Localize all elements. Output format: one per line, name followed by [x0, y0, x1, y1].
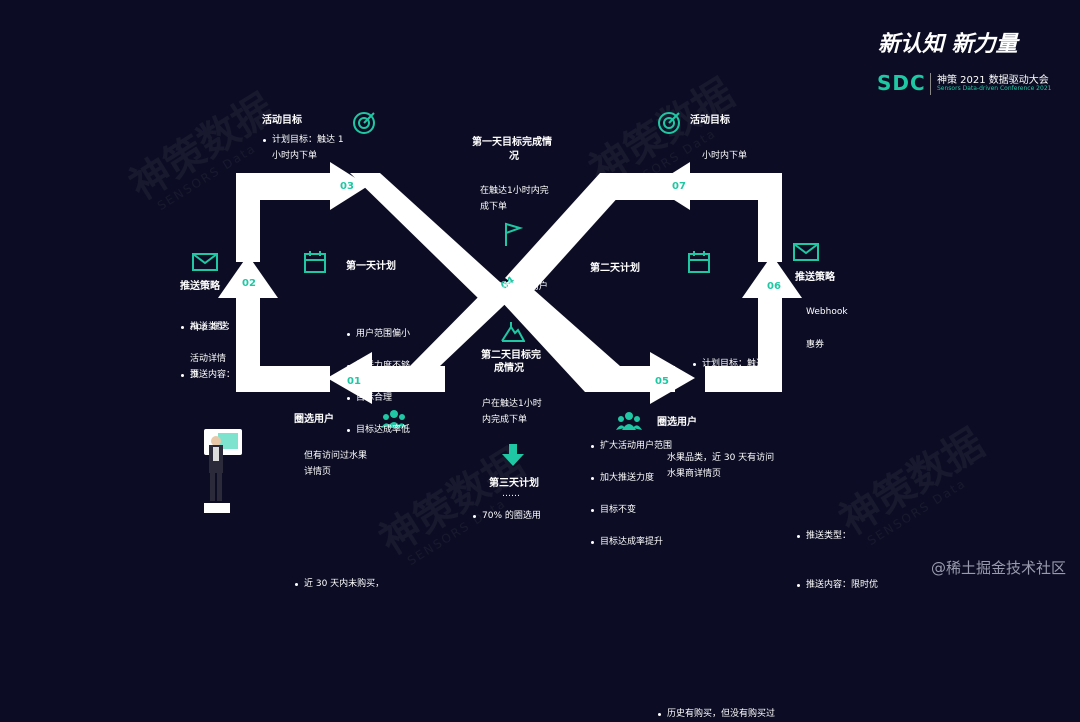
step-number-02: 02	[242, 278, 256, 289]
step-02-content-value: 页	[190, 370, 200, 380]
day3-plan-title: 第三天计划	[489, 478, 539, 489]
step-06-type-label: 推送类型：	[796, 528, 1080, 544]
step-07-line: 小时内下单	[702, 151, 748, 161]
step-05-title: 圈选用户	[657, 417, 697, 428]
step-01-line: 近 30 天内未购买，	[294, 576, 1080, 592]
day1-plan-item: 推送力度不够	[346, 358, 1080, 374]
path-segment-left-top	[236, 173, 342, 262]
day1-result-line: 成下单	[480, 202, 508, 212]
arrow-03	[330, 162, 368, 210]
day2-result-line: 内完成下单	[482, 415, 528, 425]
arrow-05	[650, 352, 695, 404]
day1-plan-item: 目标达成率低	[346, 422, 1080, 438]
arrow-04	[478, 268, 530, 300]
day2-plan-item: 扩大活动用户范围	[590, 438, 1080, 454]
mail-icon	[793, 243, 819, 261]
arrow-06	[742, 255, 802, 298]
logo-divider	[930, 73, 931, 95]
step-02-title: 推送策略	[180, 281, 220, 292]
arrow-02	[218, 255, 278, 298]
presenter-figure	[204, 429, 242, 513]
users-group-icon	[616, 412, 642, 430]
step-06-content-label: 推送内容：限时优	[796, 577, 1080, 593]
day3-ellipsis: ……	[502, 489, 520, 499]
step-05-line: 水果商详情页	[667, 469, 722, 479]
day1-plan-item: 目标合理	[346, 390, 1080, 406]
step-03-line: 小时内下单	[272, 151, 318, 161]
day2-plan-item: 目标达成率提升	[590, 534, 1080, 550]
flag-icon	[505, 222, 523, 246]
users-group-icon	[381, 410, 407, 428]
day2-result-title: 第二天目标完	[481, 350, 541, 361]
path-segment-right-top-bar	[600, 173, 700, 200]
target-icon	[658, 112, 680, 134]
day1-result-title: 况	[509, 151, 519, 162]
infinity-path	[218, 162, 802, 404]
calendar-icon	[688, 251, 710, 273]
step-06-content-value: 惠券	[806, 340, 825, 350]
arrow-01	[327, 352, 372, 404]
path-bottom-left-bar	[370, 366, 445, 392]
event-title: 神策 2021 数据驱动大会	[937, 75, 1049, 86]
calendar-icon	[304, 251, 326, 273]
day2-result-line: 户在触达1小时	[482, 399, 542, 409]
mountain-icon	[501, 322, 525, 342]
path-segment-right-top	[695, 173, 782, 262]
step-01-title: 圈选用户	[294, 414, 334, 425]
step-01-line: 但有访问过水果	[304, 451, 368, 461]
path-diagonal-tl	[350, 173, 500, 300]
day1-result-line: 20% 的圈选用户	[470, 279, 1080, 295]
path-segment-left-bottom	[236, 298, 330, 392]
step-02-content-label: 推送内容：	[180, 367, 1080, 383]
step-02-type-value: App 推送	[190, 322, 229, 332]
infinity-flow-diagram: 神策数据 SENSORS Data 神策数据 SENSORS Data 神策数据…	[122, 31, 1080, 719]
step-number-03: 03	[340, 181, 354, 192]
day1-result-title: 第一天目标完成情	[472, 137, 552, 148]
path-segment-right-side	[705, 298, 782, 392]
day2-plan-item: 目标不变	[590, 502, 1080, 518]
step-01-line: 详情页	[304, 467, 332, 477]
arrow-down-icon	[502, 444, 524, 466]
step-07-line: 计划目标：触达 1	[692, 356, 1080, 372]
step-number-07: 07	[672, 181, 686, 192]
step-06-type-value: Webhook	[806, 307, 848, 317]
mail-icon	[192, 253, 218, 271]
step-number-05: 05	[655, 376, 669, 387]
step-number-01: 01	[347, 376, 361, 387]
step-03-title: 活动目标	[262, 115, 302, 126]
day1-plan-item: 用户范围偏小	[346, 326, 1080, 342]
step-05-line: 水果品类，近 30 天有访问	[667, 453, 775, 463]
step-number-06: 06	[767, 281, 781, 292]
day2-plan-item: 加大推送力度	[590, 470, 1080, 486]
step-05-line: 历史有购买，但没有购买过	[657, 706, 1080, 722]
step-07-title: 活动目标	[690, 115, 730, 126]
step-02-content-value: 活动详情	[190, 354, 227, 364]
day2-plan-title: 第二天计划	[590, 263, 640, 274]
slogan-text: 新认知 新力量	[878, 31, 1018, 57]
day1-plan-title: 第一天计划	[346, 261, 396, 272]
target-icon	[353, 112, 375, 134]
day1-result-line: 在触达1小时内完	[480, 186, 549, 196]
day2-result-line: 70% 的圈选用	[472, 508, 1080, 524]
step-02-type-label: 推送类型：	[180, 319, 1080, 335]
event-subtitle: Sensors Data-driven Conference 2021	[937, 85, 1052, 92]
source-watermark: @稀土掘金技术社区	[930, 559, 1066, 577]
step-03-line: 计划目标：触达 1	[262, 132, 1080, 148]
sdc-logo: SDC	[877, 71, 926, 95]
day2-result-title: 成情况	[494, 363, 524, 374]
path-diagonal-br	[500, 282, 620, 392]
path-diagonal-tr	[505, 173, 640, 295]
path-diagonal-bl	[370, 280, 520, 366]
step-06-title: 推送策略	[795, 272, 835, 283]
